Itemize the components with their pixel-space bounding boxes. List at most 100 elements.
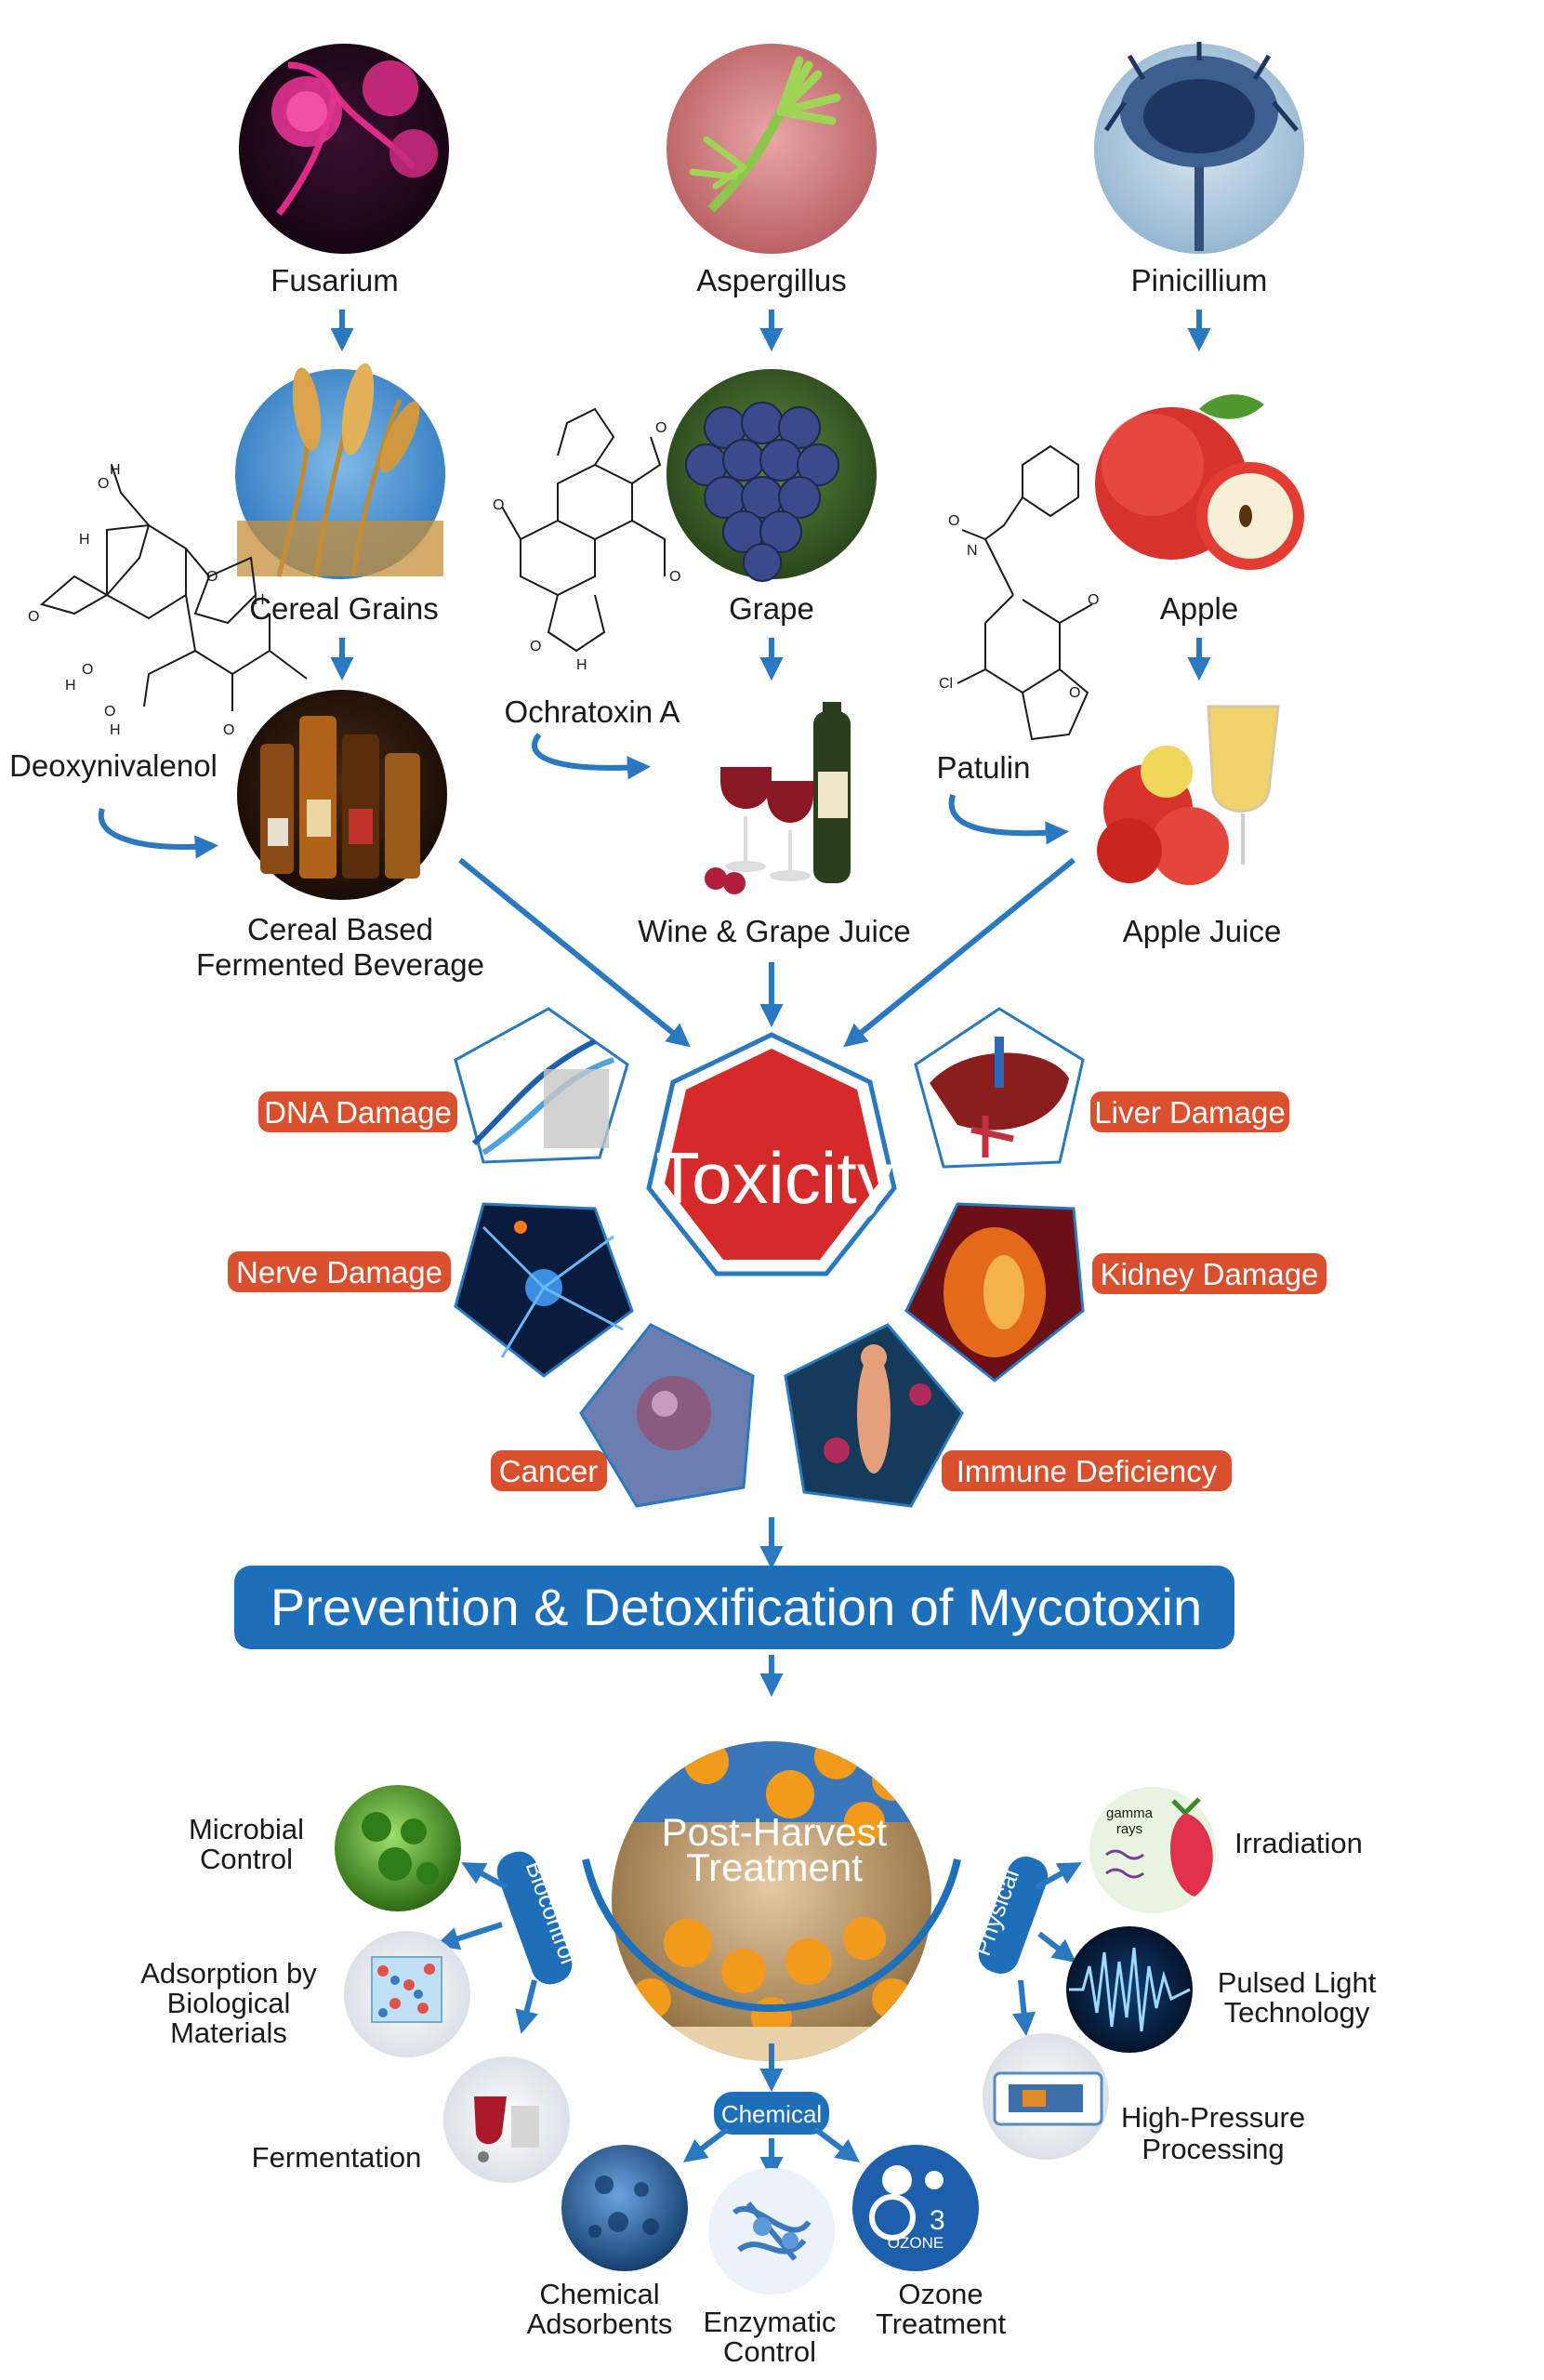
svg-text:O: O: [493, 497, 504, 513]
deoxynivalenol-structure: OH H O H O HO OH O: [28, 462, 308, 738]
apple-image: [1094, 369, 1304, 579]
effect-label-nerve-damage: Nerve Damage: [236, 1255, 442, 1289]
post-harvest-title-line1: Post-Harvest: [662, 1810, 888, 1854]
svg-text:O: O: [28, 609, 39, 625]
fermentation-image: [443, 2056, 570, 2183]
svg-text:O: O: [530, 639, 541, 654]
svg-text:H: H: [110, 722, 121, 738]
adsorption-image: [344, 1931, 470, 2057]
effect-label-cancer: Cancer: [499, 1454, 598, 1488]
chemical-pill: Chemical: [714, 2092, 829, 2135]
svg-text:H: H: [576, 657, 587, 673]
fusarium-image: [239, 44, 449, 254]
effect-label-liver-damage: Liver Damage: [1094, 1095, 1285, 1130]
treatment-label-hpp-line2: Processing: [1142, 2133, 1284, 2165]
treatment-label-pulsed-line2: Technology: [1224, 1996, 1370, 2029]
cancer-pentagon: [579, 1323, 755, 1508]
toxicity-octagon: [646, 1032, 897, 1276]
category-label-chemical: Chemical: [721, 2100, 822, 2128]
penicillium-image: [1094, 42, 1304, 254]
effect-immune-deficiency: Immune Deficiency: [942, 1450, 1232, 1491]
food-to-beverage-arrows: [330, 638, 1211, 681]
svg-text:O: O: [669, 569, 680, 585]
high-pressure-image: [983, 2033, 1109, 2160]
treatment-label-fermentation: Fermentation: [252, 2141, 422, 2174]
food-label-apple: Apple: [1160, 591, 1238, 626]
fungus-label-penicillium: Pinicillium: [1131, 263, 1268, 298]
chemical-adsorbents-image: [561, 2145, 688, 2271]
toxicity-pentagons: [454, 1007, 1085, 1508]
food-label-grape: Grape: [729, 591, 814, 626]
treatment-label-enzymatic-line1: Enzymatic: [704, 2306, 837, 2338]
svg-text:H: H: [110, 462, 121, 478]
effect-label-immune-deficiency: Immune Deficiency: [957, 1454, 1218, 1488]
wine-image: [705, 702, 851, 894]
svg-text:H: H: [254, 592, 265, 608]
physical-pill: Physical: [968, 1857, 1049, 1974]
effect-label-dna-damage: DNA Damage: [264, 1095, 452, 1130]
effect-label-kidney-damage: Kidney Damage: [1101, 1257, 1319, 1291]
toxin-label-deoxynivalenol: Deoxynivalenol: [9, 748, 218, 783]
beverage-label-apple-juice: Apple Juice: [1123, 914, 1282, 948]
effect-liver-damage: Liver Damage: [1090, 1091, 1289, 1132]
enzymatic-control-image: [708, 2168, 835, 2294]
treatment-arc: [582, 1858, 961, 2012]
effect-dna-damage: DNA Damage: [258, 1091, 457, 1132]
svg-text:H: H: [79, 532, 90, 548]
kidney-pentagon: [904, 1202, 1085, 1382]
prevention-banner-title: Prevention & Detoxification of Mycotoxin: [271, 1578, 1202, 1636]
fermented-beverage-image: [237, 690, 447, 900]
toxicity-title: Toxicity: [655, 1137, 893, 1219]
svg-text:O: O: [82, 662, 93, 678]
beverage-label-cereal-line1: Cereal Based: [247, 912, 433, 946]
treatment-label-ozone-line1: Ozone: [898, 2278, 983, 2310]
biocontrol-pill: Biocontrol: [496, 1851, 583, 1985]
nerve-pentagon: [454, 1202, 634, 1378]
treatment-label-adsorption-line2: Biological: [167, 1987, 291, 2019]
patulin-structure: O N O Cl O: [939, 444, 1099, 741]
svg-text:O: O: [655, 420, 666, 436]
patulin-arrow: [948, 794, 1070, 845]
aspergillus-image: [666, 44, 877, 254]
ochratoxin-structure: O O O O H: [493, 407, 680, 673]
treatment-label-enzymatic-line2: Control: [723, 2335, 816, 2368]
irradiation-image: [1089, 1787, 1216, 1913]
treatment-label-microbial-line2: Control: [200, 1843, 293, 1875]
effect-kidney-damage: Kidney Damage: [1092, 1253, 1326, 1294]
treatment-label-irradiation: Irradiation: [1234, 1827, 1363, 1859]
pulsed-light-image: [1066, 1926, 1193, 2053]
ochratoxin-arrow: [532, 733, 652, 780]
treatment-label-adsorption-line1: Adsorption by: [140, 1957, 317, 1990]
treatment-label-pulsed-line1: Pulsed Light: [1218, 1966, 1377, 1999]
grape-image: [666, 369, 877, 582]
deoxynivalenol-arrow: [98, 808, 219, 859]
treatment-label-microbial-line1: Microbial: [189, 1813, 304, 1845]
treatment-label-ozone-line2: Treatment: [876, 2307, 1007, 2340]
irradiation-gamma-line1: gamma: [1106, 1805, 1154, 1821]
post-harvest-image: [612, 1741, 931, 2061]
beverage-to-toxicity-arrows: [458, 857, 1076, 1048]
ozone-badge-number: 3: [930, 2205, 945, 2236]
svg-text:N: N: [967, 543, 978, 559]
effect-nerve-damage: Nerve Damage: [228, 1251, 451, 1292]
apple-juice-image: [1094, 690, 1304, 900]
svg-text:O: O: [223, 722, 234, 738]
svg-text:Cl: Cl: [939, 676, 953, 692]
cereal-grains-image: [235, 363, 445, 579]
effect-cancer: Cancer: [491, 1450, 607, 1491]
treatment-label-hpp-line1: High-Pressure: [1121, 2101, 1305, 2134]
post-harvest-title-line2: Treatment: [686, 1845, 863, 1889]
food-label-cereal-grains: Cereal Grains: [249, 591, 439, 626]
svg-text:O: O: [1088, 592, 1099, 608]
svg-text:H: H: [65, 678, 76, 694]
prevention-banner: [234, 1566, 1234, 1649]
liver-pentagon: [914, 1007, 1085, 1169]
ozone-image: 3 OZONE: [852, 2145, 979, 2271]
treatment-label-adsorbents-line1: Chemical: [539, 2278, 659, 2310]
fungus-to-food-arrows: [330, 310, 1211, 352]
toxin-label-ochratoxin-a: Ochratoxin A: [505, 694, 680, 729]
treatment-arrows: [435, 1862, 1082, 2181]
irradiation-gamma-line2: rays: [1116, 1821, 1142, 1837]
treatment-label-adsorbents-line2: Adsorbents: [527, 2307, 673, 2340]
